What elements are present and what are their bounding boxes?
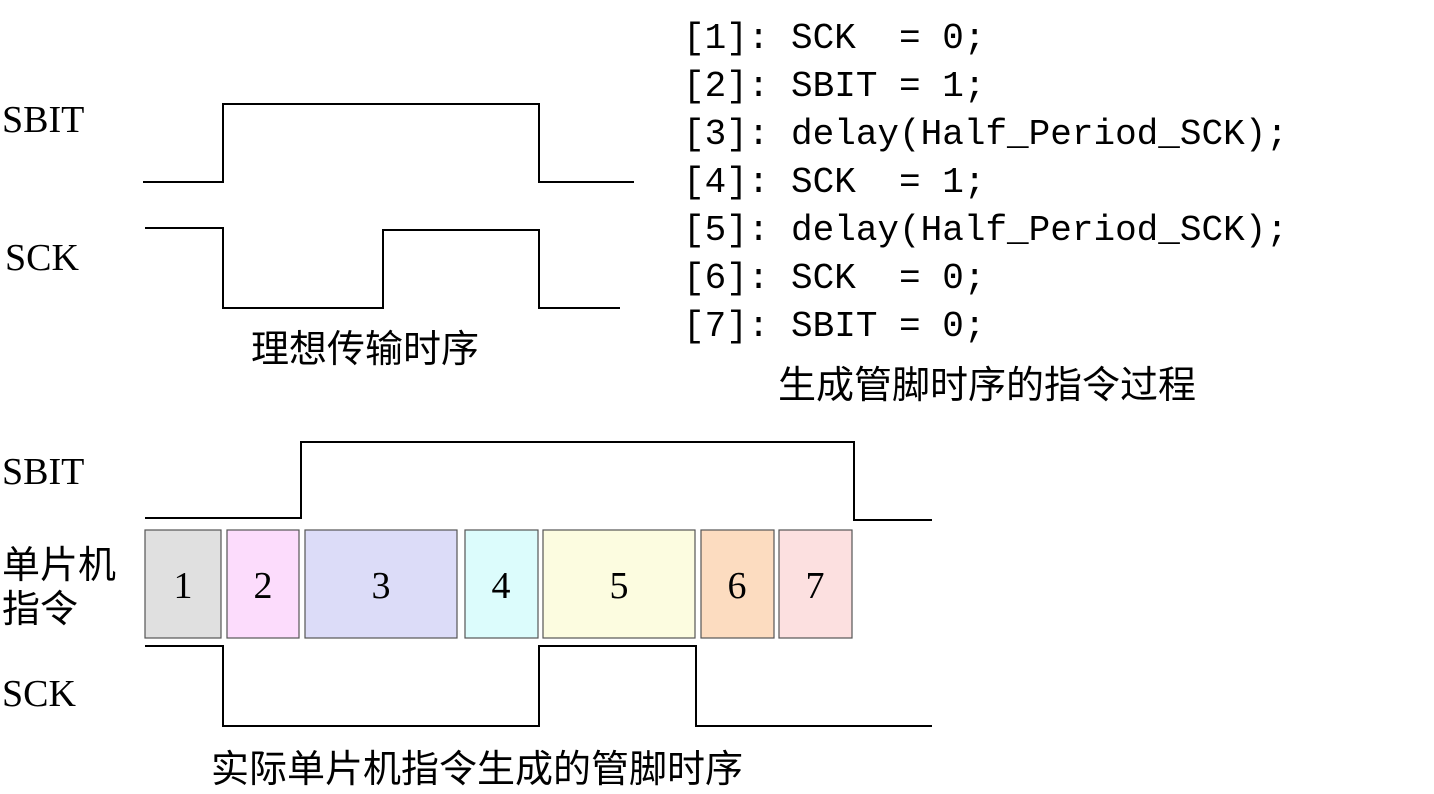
step-box-4 [464, 529, 539, 639]
instruction-steps: 1 2 3 4 5 6 7 [144, 529, 853, 639]
code-line: [1]: SCK = 0; [683, 18, 985, 59]
step-label-7: 7 [806, 565, 825, 607]
step-box-1 [144, 529, 222, 639]
actual-sbit-label: SBIT [2, 451, 84, 493]
step-label-3: 3 [372, 565, 391, 607]
code-block: [1]: SCK = 0; [2]: SBIT = 1; [3]: delay(… [683, 18, 1288, 347]
step-box-3 [304, 529, 458, 639]
step-label-6: 6 [728, 565, 747, 607]
code-caption: 生成管脚时序的指令过程 [778, 365, 1196, 407]
step-label-4: 4 [492, 565, 511, 607]
code-line: [2]: SBIT = 1; [683, 66, 985, 107]
ideal-sck-label: SCK [5, 237, 79, 279]
code-line: [6]: SCK = 0; [683, 258, 985, 299]
step-label-5: 5 [610, 565, 629, 607]
code-line: [7]: SBIT = 0; [683, 306, 985, 347]
ideal-sck-waveform [145, 227, 620, 309]
step-box-5 [542, 529, 696, 639]
actual-sck-label: SCK [2, 673, 76, 715]
ideal-sbit-waveform [143, 103, 634, 183]
step-label-1: 1 [174, 565, 193, 607]
step-box-2 [226, 529, 300, 639]
step-box-6 [700, 529, 775, 639]
actual-caption: 实际单片机指令生成的管脚时序 [211, 749, 743, 791]
step-label-2: 2 [254, 565, 273, 607]
instr-label-line2: 指令 [2, 589, 78, 631]
ideal-caption: 理想传输时序 [251, 329, 479, 371]
code-line: [5]: delay(Half_Period_SCK); [683, 210, 1288, 251]
instr-label-line1: 单片机 [2, 545, 116, 587]
actual-sbit-waveform [145, 441, 932, 521]
step-box-7 [778, 529, 853, 639]
actual-sck-waveform [145, 645, 932, 727]
code-line: [4]: SCK = 1; [683, 162, 985, 203]
ideal-sbit-label: SBIT [2, 99, 84, 141]
code-line: [3]: delay(Half_Period_SCK); [683, 114, 1288, 155]
